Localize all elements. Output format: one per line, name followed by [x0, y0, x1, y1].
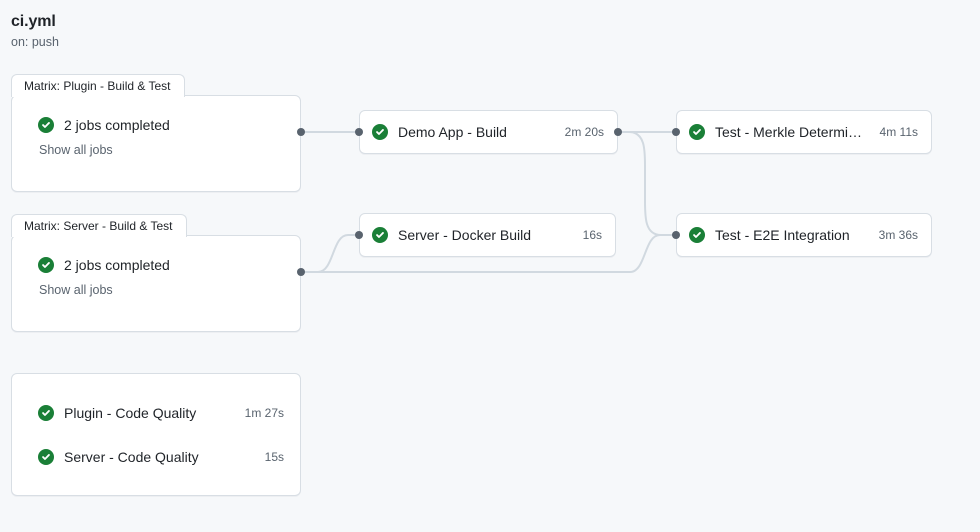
- workflow-header: ci.yml on: push: [11, 12, 311, 50]
- matrix-group-plugin-body: 2 jobs completed Show all jobs: [12, 96, 300, 158]
- port-server-docker-build-input[interactable]: [355, 231, 363, 239]
- check-circle-fill-icon: [689, 227, 705, 243]
- code-quality-rows: Plugin - Code Quality 1m 27s Server - Co…: [12, 374, 300, 468]
- port-test-merkle-input[interactable]: [672, 128, 680, 136]
- edge-server-to-dockerbuild: [304, 234, 360, 273]
- job-label: Test - Merkle Determin…: [715, 124, 870, 140]
- check-circle-fill-icon: [38, 449, 54, 465]
- job-label: Demo App - Build: [398, 124, 507, 140]
- port-matrix-plugin-output[interactable]: [297, 128, 305, 136]
- matrix-group-plugin-tab-label: Matrix: Plugin - Build & Test: [24, 79, 171, 93]
- job-duration: 4m 11s: [879, 125, 918, 139]
- job-label: Plugin - Code Quality: [64, 405, 197, 421]
- matrix-group-plugin-status-row: 2 jobs completed: [38, 116, 300, 134]
- matrix-group-plugin-tab[interactable]: Matrix: Plugin - Build & Test: [11, 74, 185, 97]
- code-quality-card[interactable]: Plugin - Code Quality 1m 27s Server - Co…: [11, 373, 301, 496]
- job-node-demo-app-build[interactable]: Demo App - Build 2m 20s: [359, 110, 618, 154]
- check-circle-fill-icon: [372, 124, 388, 140]
- list-item[interactable]: Plugin - Code Quality 1m 27s: [12, 402, 300, 424]
- port-demo-app-build-input[interactable]: [355, 128, 363, 136]
- matrix-group-server-body: 2 jobs completed Show all jobs: [12, 236, 300, 298]
- job-label: Server - Docker Build: [398, 227, 532, 243]
- port-demo-app-build-output[interactable]: [614, 128, 622, 136]
- matrix-group-server-tab[interactable]: Matrix: Server - Build & Test: [11, 214, 187, 237]
- matrix-group-plugin-show-all-jobs[interactable]: Show all jobs: [39, 143, 113, 157]
- job-label: Test - E2E Integration: [715, 227, 850, 243]
- workflow-trigger: on: push: [11, 35, 59, 49]
- job-node-server-docker-build[interactable]: Server - Docker Build 16s: [359, 213, 616, 257]
- matrix-group-server[interactable]: Matrix: Server - Build & Test 2 jobs com…: [11, 214, 301, 332]
- job-label: Server - Code Quality: [64, 449, 199, 465]
- job-duration: 3m 36s: [878, 228, 918, 242]
- check-circle-fill-icon: [38, 117, 54, 133]
- workflow-title: ci.yml: [11, 13, 56, 30]
- check-circle-fill-icon: [38, 257, 54, 273]
- job-duration: 16s: [582, 228, 602, 242]
- matrix-group-server-status-row: 2 jobs completed: [38, 256, 300, 274]
- check-circle-fill-icon: [689, 124, 705, 140]
- job-node-test-e2e-integration[interactable]: Test - E2E Integration 3m 36s: [676, 213, 932, 257]
- matrix-group-plugin[interactable]: Matrix: Plugin - Build & Test 2 jobs com…: [11, 74, 301, 192]
- job-duration: 1m 27s: [244, 406, 284, 420]
- list-item[interactable]: Server - Code Quality 15s: [12, 446, 300, 468]
- check-circle-fill-icon: [372, 227, 388, 243]
- port-matrix-server-output[interactable]: [297, 268, 305, 276]
- matrix-group-plugin-status-text: 2 jobs completed: [64, 117, 170, 133]
- job-duration: 15s: [264, 450, 284, 464]
- port-test-e2e-input[interactable]: [672, 231, 680, 239]
- check-circle-fill-icon: [38, 405, 54, 421]
- matrix-group-server-show-all-jobs[interactable]: Show all jobs: [39, 283, 113, 297]
- job-duration: 2m 20s: [564, 125, 604, 139]
- matrix-group-server-status-text: 2 jobs completed: [64, 257, 170, 273]
- matrix-group-server-tab-label: Matrix: Server - Build & Test: [24, 219, 173, 233]
- edge-demoapp-to-e2e: [617, 131, 677, 236]
- job-node-test-merkle-determinism[interactable]: Test - Merkle Determin… 4m 11s: [676, 110, 932, 154]
